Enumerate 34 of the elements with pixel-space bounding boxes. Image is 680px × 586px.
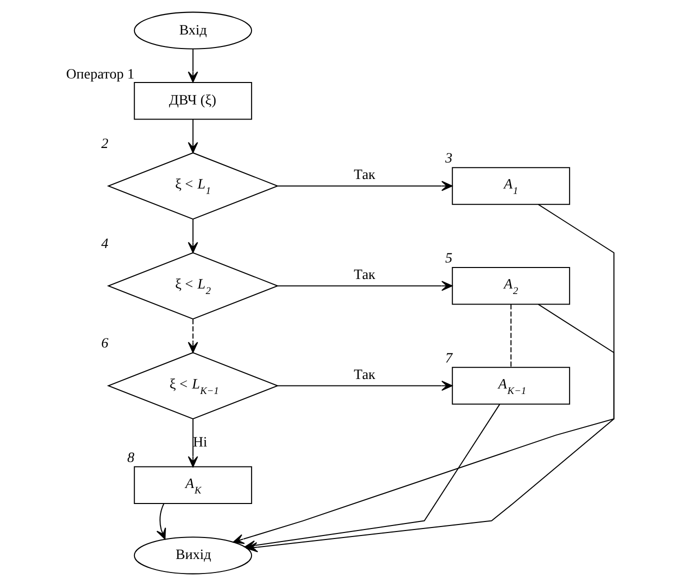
arrow [278,280,453,291]
node-label: 3 [445,150,452,167]
arrow [188,219,198,254]
node-label: 5 [445,250,452,267]
node-box: A$_{1}$ [452,167,570,205]
node-box: A$_{2}$ [452,267,570,305]
arrow [156,504,166,540]
connector [510,304,512,368]
edge-label: Так [354,266,376,283]
node-diamond: ξ < L$_{K−1}$ [106,352,279,420]
arrow [244,404,500,550]
node-diamond: ξ < L$_{1}$ [106,152,279,220]
node-box: A$_{K}$ [134,466,252,504]
node-label: Оператор 1 [66,66,134,83]
node-ellipse: Вхід [134,12,252,50]
arrow [188,120,198,154]
node-ellipse: Вихід [134,536,252,574]
node-box: A$_{K−1}$ [452,366,570,405]
arrow [232,204,614,544]
node-label: 4 [101,236,108,252]
edge-label: Так [354,167,376,184]
edge-label: Так [354,366,376,383]
node-label: 6 [101,336,108,352]
node-label: 7 [445,350,452,367]
arrow [278,380,453,391]
node-label: 8 [127,450,134,466]
arrow [188,49,198,83]
node-label: 2 [101,136,108,152]
node-diamond: ξ < L$_{2}$ [106,252,279,320]
node-box: ДВЧ (ξ) [134,82,252,120]
arrow [278,180,453,192]
arrow [188,418,198,468]
arrow [188,319,198,353]
edge-label: Ні [192,434,208,451]
